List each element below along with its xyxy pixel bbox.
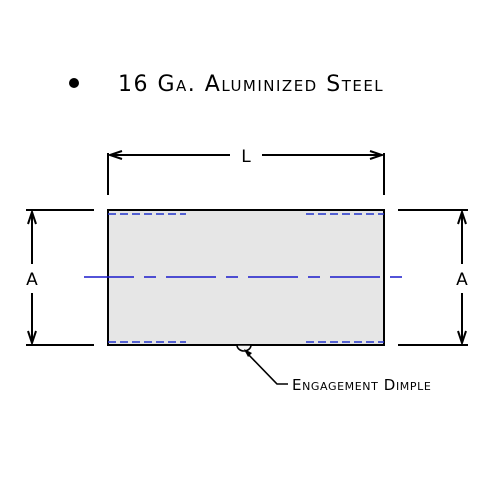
length-dimension	[106, 150, 386, 160]
diameter-dimension-left	[27, 208, 37, 347]
bullet-icon	[69, 78, 79, 88]
diameter-label-right: A	[456, 270, 468, 290]
engagement-dimple	[236, 344, 252, 352]
dimple-leader	[245, 351, 288, 385]
length-label: L	[241, 147, 251, 167]
diameter-label-left: A	[26, 270, 38, 290]
dimple-leader-arrowhead	[244, 349, 252, 357]
dimple-callout-label: Engagement Dimple	[292, 376, 431, 394]
hidden-lines	[108, 213, 384, 343]
material-spec-text: 16 Ga. Aluminized Steel	[118, 72, 385, 97]
diameter-dimension-right	[457, 208, 467, 347]
extension-lines	[26, 153, 468, 346]
